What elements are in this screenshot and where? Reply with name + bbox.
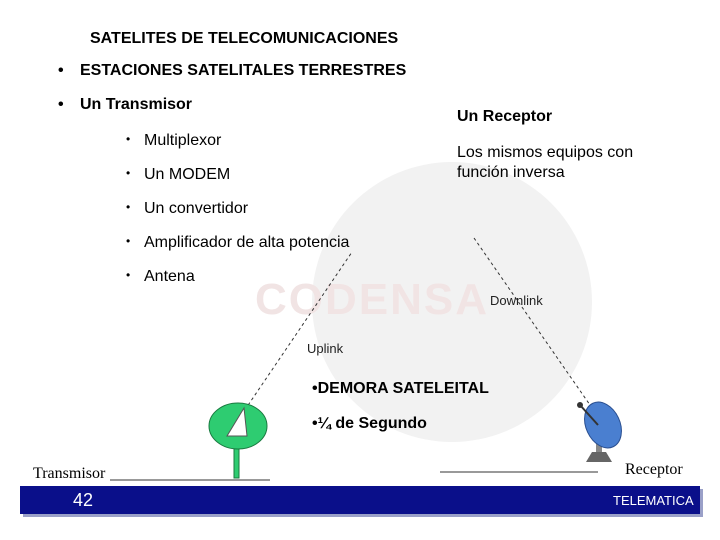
cuarto-segundo-label: •¼ de Segundo xyxy=(312,415,427,432)
item-text: Un MODEM xyxy=(144,166,231,183)
uplink-line xyxy=(237,251,353,421)
item-text: Un convertidor xyxy=(144,200,249,217)
transmisor-label: Transmisor xyxy=(33,465,106,482)
downlink-label: Downlink xyxy=(490,293,543,308)
receptor-text: Los mismos equipos con función inversa xyxy=(457,144,634,181)
item-text: Multiplexor xyxy=(144,132,222,149)
downlink-line xyxy=(473,237,591,406)
bullet-dot: • xyxy=(126,268,131,282)
bullet-text: Un Transmisor xyxy=(80,96,193,113)
receptor-heading: Un Receptor xyxy=(457,108,553,125)
demora-label: •DEMORA SATELEITAL xyxy=(312,380,489,397)
transmisor-item: • Amplificador de alta potencia xyxy=(126,234,349,252)
transmisor-item: • Antena xyxy=(126,268,195,286)
bullet-text: ESTACIONES SATELITALES TERRESTRES xyxy=(80,62,407,79)
footer-bar xyxy=(20,486,700,514)
page-title: SATELITES DE TELECOMUNICACIONES xyxy=(90,30,399,47)
item-text: Antena xyxy=(144,268,195,285)
item-text: Amplificador de alta potencia xyxy=(144,234,350,251)
uplink-label: Uplink xyxy=(307,341,344,356)
bullet-transmisor: • Un Transmisor xyxy=(58,96,192,114)
bullet-dot: • xyxy=(126,132,131,146)
bullet-dot: • xyxy=(58,96,64,113)
transmitter-dish-icon xyxy=(208,402,268,479)
transmisor-item: • Multiplexor xyxy=(126,132,221,150)
page-number: 42 xyxy=(73,490,94,510)
receptor-label: Receptor xyxy=(625,461,683,478)
transmisor-item: • Un MODEM xyxy=(126,166,230,184)
bullet-dot: • xyxy=(58,62,64,79)
footer-label: TELEMATICA xyxy=(613,493,694,508)
bullet-dot: • xyxy=(126,200,131,214)
bullet-dot: • xyxy=(126,234,131,248)
transmisor-item: • Un convertidor xyxy=(126,200,248,218)
bullet-estaciones: • ESTACIONES SATELITALES TERRESTRES xyxy=(58,62,406,80)
watermark-logo-text: CODENSA xyxy=(255,275,490,324)
bullet-dot: • xyxy=(126,166,131,180)
receiver-dish-icon xyxy=(577,401,622,462)
